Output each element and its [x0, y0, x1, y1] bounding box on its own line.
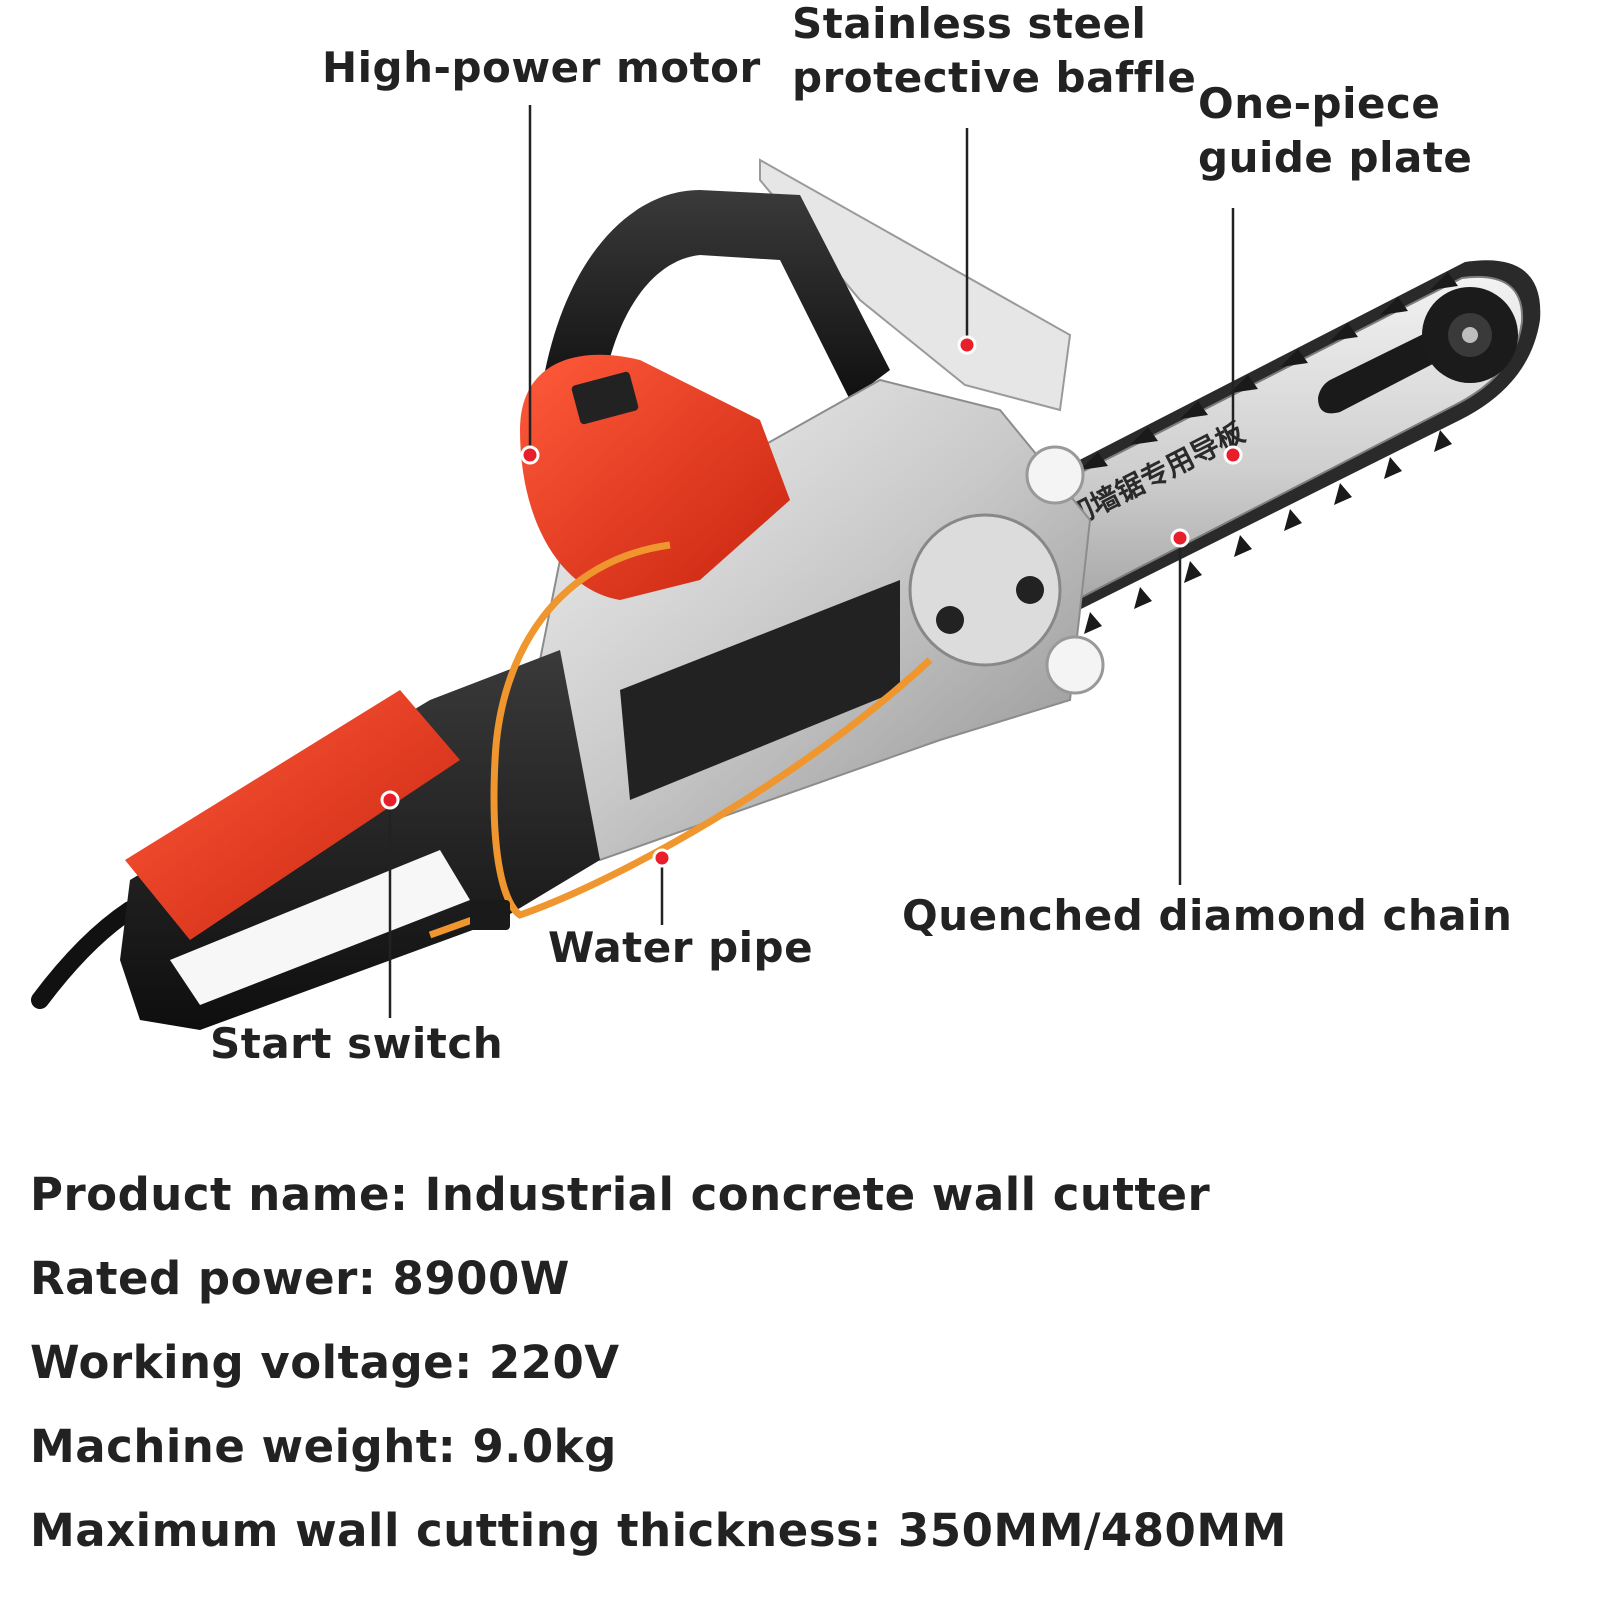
marker-guide-plate — [1223, 445, 1243, 465]
marker-chain — [1170, 528, 1190, 548]
spec-value: 8900W — [392, 1252, 570, 1305]
top-handle — [540, 190, 890, 410]
marker-start-switch — [380, 790, 400, 810]
spec-product-name: Product name: Industrial concrete wall c… — [30, 1168, 1210, 1221]
chain-teeth — [1080, 272, 1458, 634]
rear-grip — [125, 690, 460, 940]
spec-label: Machine weight: — [30, 1420, 457, 1473]
side-panel — [620, 580, 900, 800]
power-cord — [31, 901, 139, 1009]
marker-water-pipe — [652, 848, 672, 868]
label-guide-line1: One-piece — [1198, 79, 1441, 128]
roller-wheel-top — [1025, 445, 1085, 505]
label-start-switch: Start switch — [210, 1019, 504, 1068]
spec-value: 9.0kg — [472, 1420, 617, 1473]
spec-max-thickness: Maximum wall cutting thickness: 350MM/48… — [30, 1504, 1287, 1557]
label-guide-line2: guide plate — [1198, 133, 1473, 182]
stainless-baffle — [759, 158, 1072, 412]
spec-label: Working voltage: — [30, 1336, 473, 1389]
spec-label: Rated power: — [30, 1252, 377, 1305]
label-baffle-line1: Stainless steel — [792, 0, 1147, 48]
spec-value: Industrial concrete wall cutter — [424, 1168, 1211, 1221]
spec-rated-power: Rated power: 8900W — [30, 1252, 570, 1305]
roller-wheel-bottom — [1045, 635, 1105, 695]
water-pipe — [490, 541, 933, 919]
guide-bar: 切墙锯专用导板 — [1060, 260, 1541, 634]
label-motor: High-power motor — [322, 43, 761, 92]
spec-machine-weight: Machine weight: 9.0kg — [30, 1420, 617, 1473]
label-baffle-line2: protective baffle — [792, 53, 1197, 102]
spec-value: 350MM/480MM — [897, 1504, 1287, 1557]
marker-baffle — [957, 335, 977, 355]
spec-value: 220V — [488, 1336, 620, 1389]
spec-label: Maximum wall cutting thickness: — [30, 1504, 882, 1557]
label-chain: Quenched diamond chain — [902, 891, 1513, 940]
label-water-pipe: Water pipe — [548, 923, 814, 972]
marker-motor — [520, 445, 540, 465]
water-valve — [470, 900, 510, 930]
spec-working-voltage: Working voltage: 220V — [30, 1336, 620, 1389]
spec-label: Product name: — [30, 1168, 409, 1221]
leader-lines — [388, 105, 1235, 1018]
